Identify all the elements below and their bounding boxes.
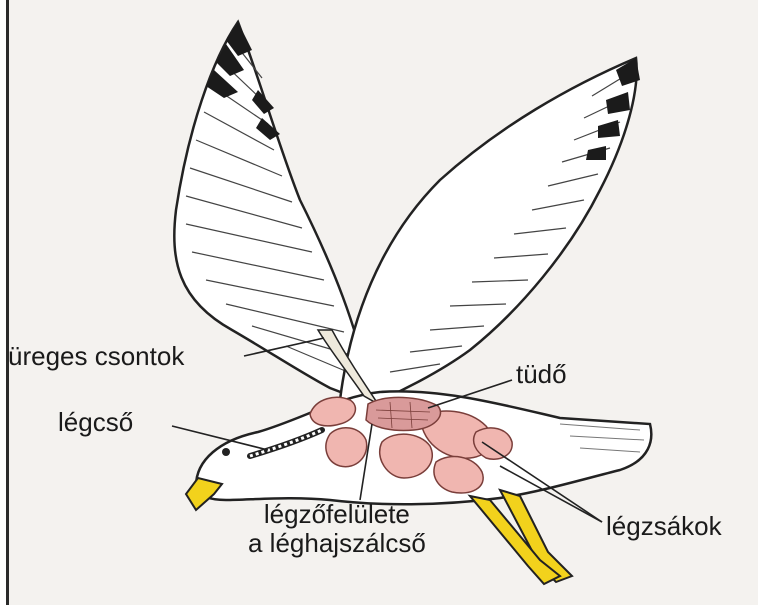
feet — [470, 490, 572, 584]
label-respiratory-surface-line2: a léghajszálcső — [248, 529, 426, 558]
label-hollow-bones: üreges csontok — [8, 342, 184, 371]
right-wing — [340, 58, 640, 404]
label-air-sacs: légzsákok — [606, 512, 722, 541]
label-respiratory-surface-line1: légzőfelülete — [248, 500, 426, 529]
label-lung: tüdő — [516, 360, 567, 389]
label-trachea: légcső — [58, 408, 133, 437]
label-respiratory-surface: légzőfelülete a léghajszálcső — [248, 500, 426, 557]
eye — [222, 448, 230, 456]
lung — [366, 397, 441, 430]
